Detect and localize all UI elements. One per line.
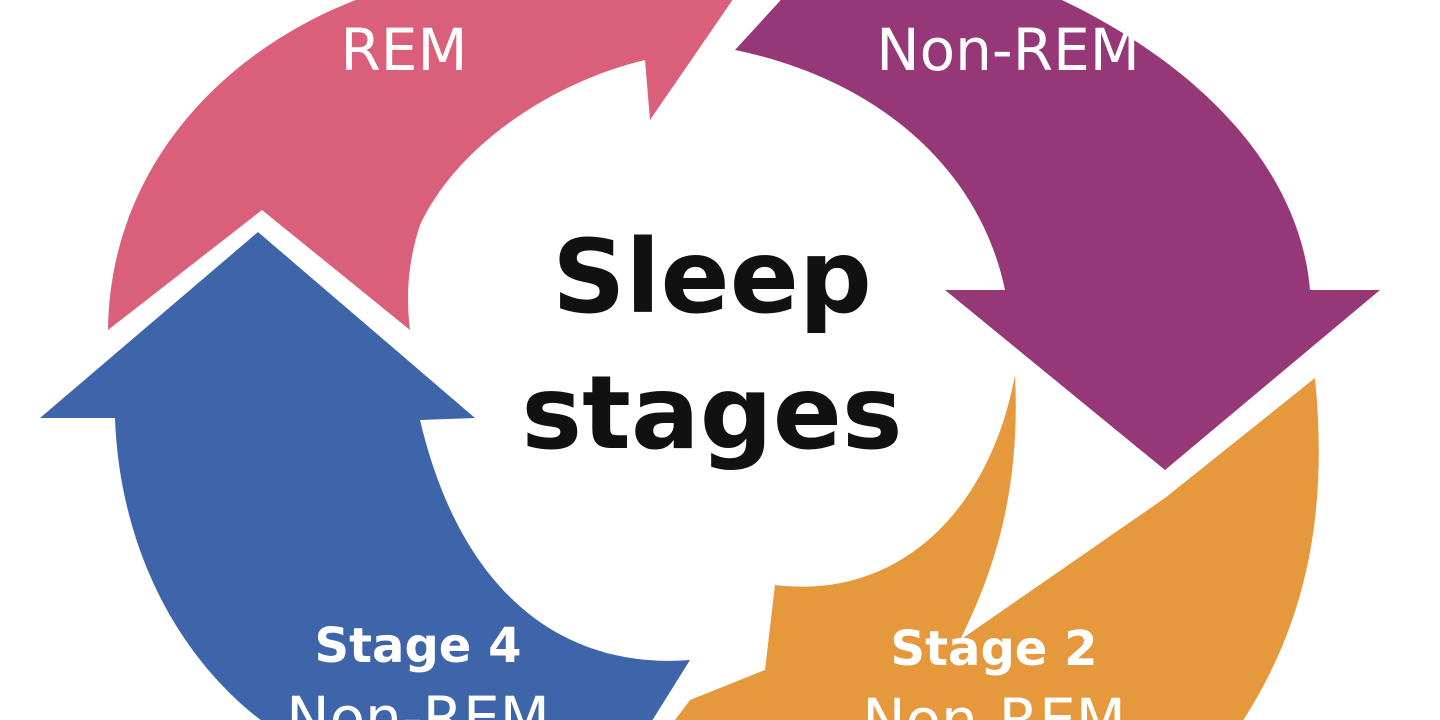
segment-stage4-arrow <box>40 232 690 720</box>
stage4-stage-label: Stage 4 <box>315 618 522 674</box>
stage2-sub-label: Non-REM <box>862 686 1126 720</box>
center-title-line1: Sleep <box>552 218 872 337</box>
center-title-line2: stages <box>521 354 902 473</box>
stage2-stage-label: Stage 2 <box>891 621 1098 677</box>
rem-sub-label: REM <box>341 16 468 84</box>
stage4-sub-label: Non-REM <box>286 684 550 720</box>
segment-rem-arrow <box>108 0 733 330</box>
stage1-sub-label: Non-REM <box>876 16 1140 84</box>
segment-stage2-arrow <box>675 375 1319 720</box>
segment-stage1-arrow <box>735 0 1380 470</box>
